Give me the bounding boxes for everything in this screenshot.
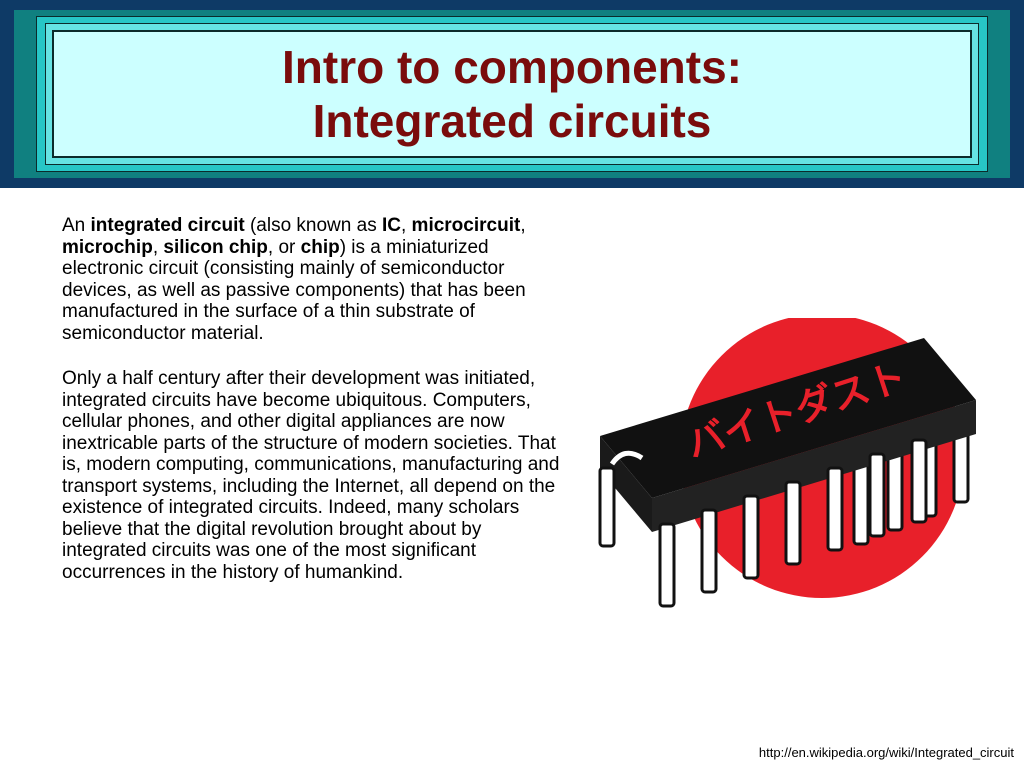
text-run: An [62,215,91,236]
chip-body-front [652,400,976,532]
text-run: , [520,215,526,236]
text-run: ) is a miniaturized electronic circuit (… [62,236,526,344]
term-ic: IC [381,215,401,236]
term-integrated-circuit: integrated circuit [90,215,245,236]
title-frame-teal: Intro to components: Integrated circuits [14,10,1010,178]
paragraph-history: Only a half century after their developm… [62,368,560,583]
term-microchip: microchip [62,236,153,258]
chip-notch [609,450,644,466]
text-run: , [152,236,164,258]
body-text: An integrated circuit (also known as IC,… [62,215,562,607]
text-run: (also known as [244,215,382,236]
chip-body-top [600,338,976,498]
term-microcircuit: microcircuit [411,215,521,236]
title-banner: Intro to components: Integrated circuits [0,0,1024,188]
paragraph-definition: An integrated circuit (also known as IC,… [62,215,562,344]
title-frame-light-cyan: Intro to components: Integrated circuits [45,23,979,165]
text-run: , [400,215,412,236]
slide-title-line-2: Integrated circuits [312,95,712,147]
term-chip: chip [300,236,340,258]
chip-pins-front [598,438,928,608]
term-silicon-chip: silicon chip [163,236,268,258]
slide-title-line-1: Intro to components: [282,41,742,93]
source-link[interactable]: http://en.wikipedia.org/wiki/Integrated_… [758,745,1014,760]
chip-illustration: バイトダスト [598,318,976,608]
title-frame-cyan: Intro to components: Integrated circuits [36,16,988,172]
title-box: Intro to components: Integrated circuits [52,30,972,158]
text-run: , or [267,236,301,258]
